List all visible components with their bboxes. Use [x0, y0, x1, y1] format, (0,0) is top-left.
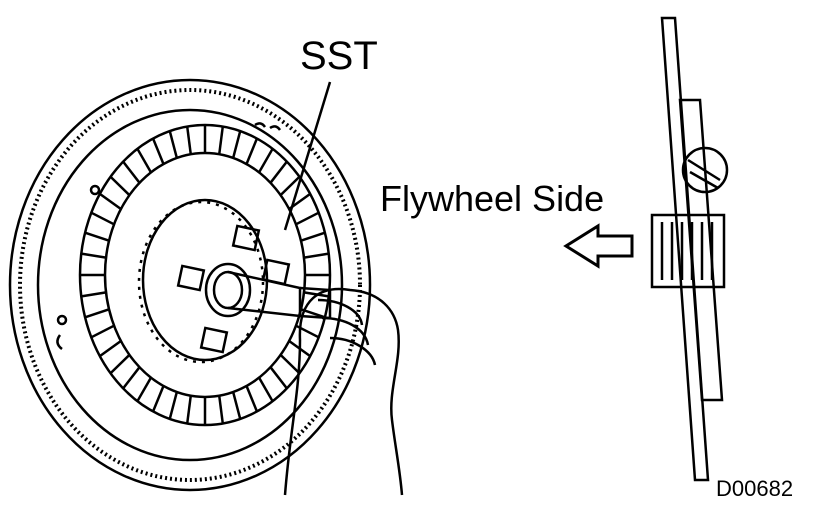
- disc-spoke: [245, 138, 259, 165]
- disc-spoke: [269, 366, 288, 390]
- disc-spoke: [185, 395, 193, 424]
- disc-spoke: [168, 391, 179, 420]
- flywheel-side-label: Flywheel Side: [380, 178, 605, 219]
- disc-spoke: [231, 130, 242, 159]
- disc-spoke: [168, 130, 179, 159]
- disc-spoke: [257, 148, 274, 173]
- disc-spoke: [257, 377, 274, 402]
- disc-spoke: [151, 385, 165, 412]
- sst-label: SST: [300, 34, 378, 78]
- disc-spoke: [99, 339, 122, 358]
- disc-spoke: [185, 126, 193, 155]
- disc-spoke: [295, 211, 320, 226]
- clutch-hub: [176, 224, 291, 354]
- disc-spoke: [122, 160, 141, 184]
- disc-spoke: [279, 353, 301, 375]
- disc-spoke: [279, 175, 301, 197]
- disc-spoke: [109, 175, 131, 197]
- disc-spoke: [269, 160, 288, 184]
- flywheel: [8, 78, 372, 492]
- disc-spoke: [81, 252, 107, 259]
- disc-spoke: [217, 126, 225, 155]
- disc-spoke: [217, 395, 225, 424]
- sst-tool: [227, 81, 332, 320]
- disc-spoke: [231, 391, 242, 420]
- disc-spoke: [300, 231, 326, 242]
- disc-spoke: [136, 377, 153, 402]
- disc-spoke: [122, 366, 141, 390]
- disc-spoke: [84, 308, 110, 319]
- disc-spoke: [84, 231, 110, 242]
- disc-spoke: [109, 353, 131, 375]
- disc-spoke: [136, 148, 153, 173]
- disc-spoke: [99, 192, 122, 211]
- clutch-disc: [78, 123, 332, 427]
- clutch-side-view: [650, 16, 729, 482]
- disc-spoke: [81, 291, 107, 298]
- disc-spoke: [90, 211, 115, 226]
- disc-spoke: [245, 385, 259, 412]
- hand: [283, 287, 404, 496]
- disc-spoke: [303, 252, 329, 259]
- figure-code: D00682: [716, 476, 794, 501]
- left-arrow-icon: [563, 223, 634, 269]
- disc-spoke: [151, 138, 165, 165]
- disc-spoke: [90, 324, 115, 339]
